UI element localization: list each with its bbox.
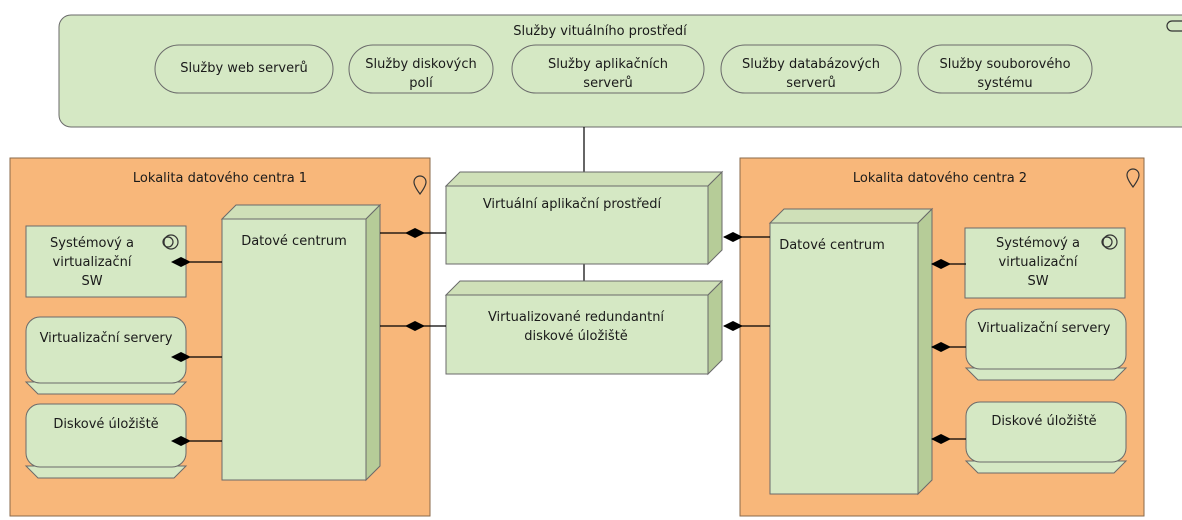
service-label: Služby diskových: [365, 57, 476, 72]
system-sw-label-line3: SW: [1027, 274, 1048, 289]
service-label: Služby web serverů: [180, 61, 307, 76]
datacenter-node-2[interactable]: Datové centrum: [768, 207, 934, 496]
system-software-2[interactable]: Systémový a virtualizační SW: [964, 227, 1126, 299]
virtual-environment-title: Služby vituálního prostředí: [513, 24, 687, 39]
service-file-system[interactable]: Služby souborového systému: [917, 44, 1093, 94]
storage-label-line2: diskové úložiště: [524, 329, 628, 344]
device-label: Virtualizační servery: [978, 321, 1111, 336]
location-2-title: Lokalita datového centra 2: [853, 171, 1027, 186]
device-label: Diskové úložiště: [991, 414, 1096, 429]
location-1-title: Lokalita datového centra 1: [133, 171, 307, 186]
virtualization-servers-2[interactable]: Virtualizační servery: [964, 308, 1128, 381]
service-label: Služby databázových: [742, 57, 880, 72]
system-sw-label: Systémový a: [50, 236, 134, 251]
device-label: Virtualizační servery: [40, 331, 173, 346]
system-software-icon: [1101, 234, 1118, 250]
virtualized-redundant-storage-node[interactable]: Virtualizované redundantní diskové úloži…: [444, 279, 724, 376]
service-web-servers[interactable]: Služby web serverů: [154, 44, 334, 94]
virtualization-servers-1[interactable]: Virtualizační servery: [24, 316, 188, 395]
datacenter-label: Datové centrum: [241, 234, 347, 249]
app-env-label: Virtuální aplikační prostředí: [483, 197, 662, 212]
location-pin-icon: [1126, 168, 1140, 189]
service-label: Služby aplikačních: [548, 57, 668, 72]
datacenter-label: Datové centrum: [779, 238, 885, 253]
service-label: Služby souborového: [939, 57, 1070, 72]
service-label-line2: serverů: [786, 76, 835, 91]
system-sw-label-line2: virtualizační: [999, 255, 1078, 270]
location-pin-icon: [413, 175, 427, 196]
service-icon: [1166, 20, 1182, 32]
service-label-line2: serverů: [583, 76, 632, 91]
service-database-servers[interactable]: Služby databázových serverů: [720, 44, 902, 94]
service-label-line2: systému: [977, 76, 1032, 91]
system-software-icon: [162, 234, 179, 250]
service-label-line2: polí: [409, 76, 433, 91]
datacenter-node-1[interactable]: Datové centrum: [220, 203, 382, 482]
storage-label: Virtualizované redundantní: [488, 310, 664, 325]
system-sw-label-line2: virtualizační: [53, 255, 132, 270]
system-software-1[interactable]: Systémový a virtualizační SW: [25, 225, 187, 298]
system-sw-label: Systémový a: [996, 236, 1080, 251]
system-sw-label-line3: SW: [81, 274, 102, 289]
disk-storage-1[interactable]: Diskové úložiště: [24, 403, 188, 479]
service-disk-arrays[interactable]: Služby diskových polí: [348, 44, 494, 94]
device-label: Diskové úložiště: [53, 417, 158, 432]
virtual-application-environment-node[interactable]: Virtuální aplikační prostředí: [444, 170, 724, 266]
service-application-servers[interactable]: Služby aplikačních serverů: [511, 44, 705, 94]
disk-storage-2[interactable]: Diskové úložiště: [964, 401, 1128, 474]
